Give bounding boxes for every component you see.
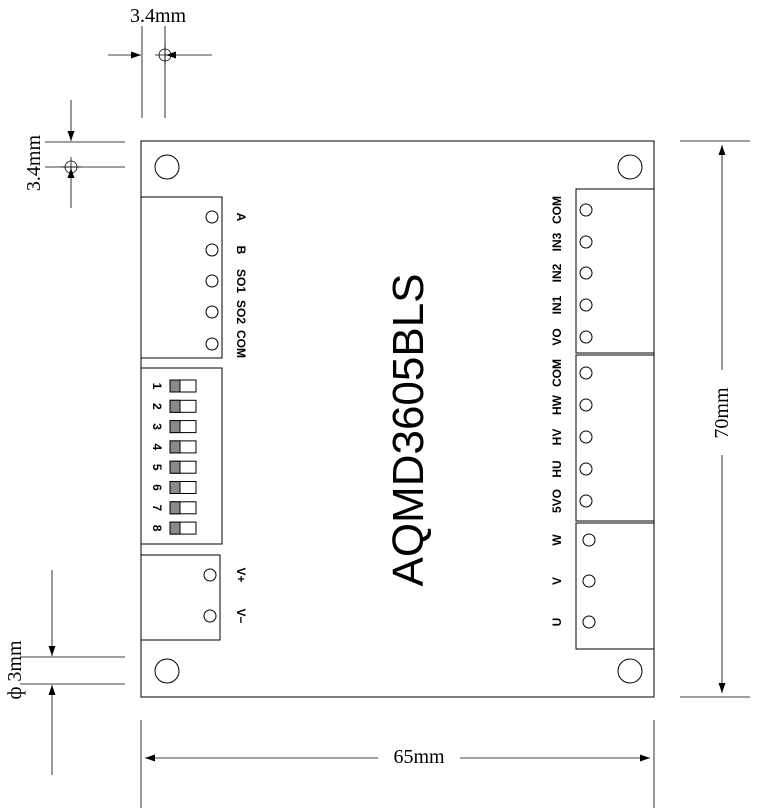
comm-pin-4 — [205, 337, 219, 351]
dip-switch-lever — [169, 420, 181, 434]
dip-switch-lever — [169, 440, 181, 454]
dip-switch-number: 8 — [150, 525, 164, 532]
comm-terminal-label: COM — [234, 330, 248, 358]
hole-offset-x-label: 3.4mm — [130, 5, 187, 27]
comm-pin-0 — [205, 210, 219, 224]
comm-pin-2 — [205, 274, 219, 288]
control-pin-4 — [579, 330, 593, 344]
comm-terminal-label: SO1 — [234, 269, 248, 293]
hall-pin-4 — [579, 494, 593, 508]
comm-pin-3 — [205, 305, 219, 319]
motor-pin-2 — [582, 615, 596, 629]
hall-pin-0 — [579, 366, 593, 380]
comm-terminal-label: B — [234, 246, 248, 255]
hall-pin-3 — [579, 462, 593, 476]
mounting-hole-top-right — [617, 154, 643, 180]
mounting-hole-top-left — [154, 154, 180, 180]
mounting-hole-bottom-right — [617, 658, 643, 684]
hall-terminal-label: COM — [550, 359, 564, 387]
motor-terminal-label: U — [550, 618, 564, 627]
hall-terminal-label: HU — [550, 460, 564, 477]
comm-terminal-label: SO2 — [234, 300, 248, 324]
dip-switch-lever — [169, 460, 181, 474]
hole-diameter-label: ф 3mm — [4, 640, 26, 700]
power-pin-0 — [203, 568, 217, 582]
hole-offset-y-label: 3.4mm — [23, 135, 45, 192]
dip-switch-number: 7 — [150, 504, 164, 511]
dimension-height: 70mm — [680, 140, 750, 698]
motor-connector: W V U — [550, 522, 655, 650]
dimension-hole-offset-y: 3.4mm — [23, 100, 125, 208]
control-terminal-label: IN1 — [550, 295, 564, 314]
control-terminal-label: IN2 — [550, 263, 564, 282]
hall-terminal-label: 5VO — [550, 489, 564, 513]
control-terminal-label: VO — [550, 328, 564, 345]
width-label: 65mm — [393, 746, 445, 768]
control-pin-2 — [579, 266, 593, 280]
dip-switch: 1 2 3 4 5 6 7 8 — [140, 367, 223, 545]
power-connector: V+ V− — [140, 554, 248, 641]
hall-terminal-label: HV — [550, 429, 564, 446]
board-model-title: AQMD3605BLS — [384, 273, 433, 586]
dip-switch-lever — [169, 379, 181, 393]
dimension-hole-diameter: ф 3mm — [4, 570, 125, 775]
hall-terminal-label: HW — [550, 394, 564, 415]
dip-switch-number: 5 — [150, 464, 164, 471]
control-pin-1 — [579, 235, 593, 249]
dip-switch-lever — [169, 399, 181, 413]
control-pin-0 — [579, 203, 593, 217]
motor-pin-0 — [582, 533, 596, 547]
control-pin-3 — [579, 298, 593, 312]
dip-switch-number: 2 — [150, 403, 164, 410]
control-terminal-label: COM — [550, 196, 564, 224]
motor-terminal-label: W — [550, 534, 564, 546]
control-terminal-label: IN3 — [550, 232, 564, 251]
motor-pin-1 — [582, 574, 596, 588]
power-terminal-label: V− — [234, 608, 248, 623]
height-label: 70mm — [711, 387, 733, 439]
power-terminal-label: V+ — [234, 567, 248, 582]
hall-pin-2 — [579, 430, 593, 444]
dip-switch-number: 1 — [150, 383, 164, 390]
hall-pin-1 — [579, 398, 593, 412]
dip-switch-lever — [169, 481, 181, 494]
comm-terminal-label: A — [234, 213, 248, 222]
dimension-hole-offset-x: 3.4mm — [108, 5, 212, 118]
dimension-width: 65mm — [140, 720, 655, 808]
dip-switch-lever — [169, 521, 181, 535]
comm-pin-1 — [205, 243, 219, 257]
motor-terminal-label: V — [550, 577, 564, 585]
dip-switch-lever — [169, 501, 181, 515]
dip-switch-number: 6 — [150, 484, 164, 491]
mounting-hole-bottom-left — [154, 658, 180, 684]
dip-switch-number: 4 — [150, 444, 164, 451]
dip-switch-number: 3 — [150, 423, 164, 430]
hall-connector: COM HW HV HU 5VO — [550, 354, 655, 522]
power-pin-1 — [203, 609, 217, 623]
